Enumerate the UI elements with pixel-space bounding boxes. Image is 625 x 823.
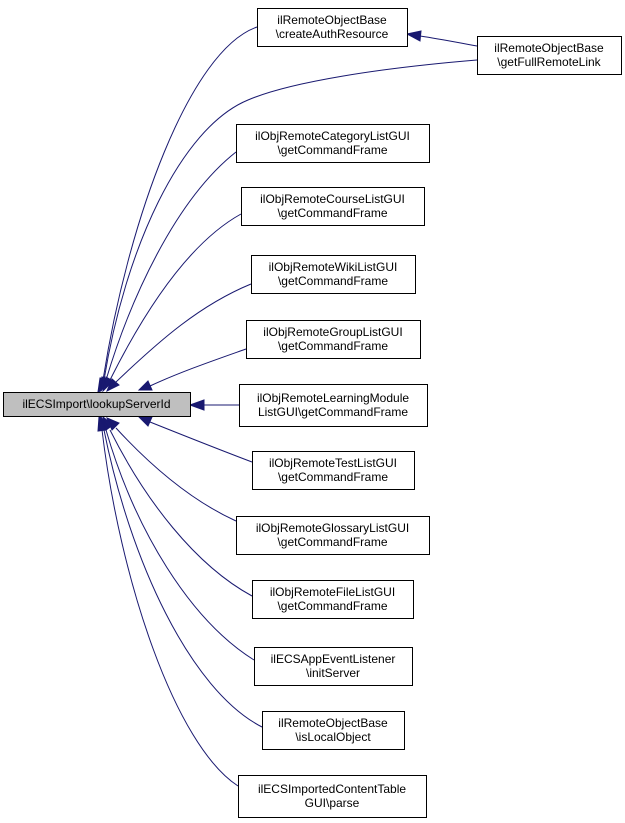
caller-node-category[interactable]: ilObjRemoteCategoryListGUI\getCommandFra… bbox=[236, 124, 430, 163]
edge-line bbox=[102, 26, 258, 381]
node-box bbox=[236, 516, 430, 555]
node-box bbox=[252, 451, 415, 490]
node-label-line: \getFullRemoteLink bbox=[497, 55, 601, 69]
edge-arrowhead bbox=[97, 415, 107, 432]
node-label-line: ilRemoteObjectBase bbox=[277, 13, 387, 27]
edge-full_link-to-create_auth bbox=[405, 30, 478, 47]
node-label-line: ilRemoteObjectBase bbox=[278, 716, 388, 730]
edge-category-to-root bbox=[100, 151, 237, 393]
node-label-line: \getCommandFrame bbox=[277, 143, 387, 157]
edge-group-to-root bbox=[137, 348, 247, 391]
edge-line bbox=[115, 283, 252, 383]
edge-arrowhead bbox=[405, 30, 422, 42]
node-label-line: \getCommandFrame bbox=[278, 274, 388, 288]
node-box bbox=[236, 124, 430, 163]
caller-node-test[interactable]: ilObjRemoteTestListGUI\getCommandFrame bbox=[252, 451, 415, 490]
node-box bbox=[238, 775, 427, 818]
node-label-line: \getCommandFrame bbox=[278, 339, 388, 353]
node-label-line: ListGUI\getCommandFrame bbox=[258, 405, 408, 419]
caller-node-lm[interactable]: ilObjRemoteLearningModuleListGUI\getComm… bbox=[239, 384, 428, 427]
edge-test-to-root bbox=[137, 416, 253, 463]
edge-line bbox=[109, 429, 253, 597]
nodes: ilECSImport\lookupServerId ilRemoteObject… bbox=[3, 8, 622, 818]
caller-node-create-auth[interactable]: ilRemoteObjectBase\createAuthResource bbox=[257, 8, 408, 47]
node-box bbox=[262, 711, 405, 750]
node-box bbox=[252, 580, 414, 619]
edge-arrowhead bbox=[137, 380, 153, 391]
edge-line bbox=[109, 213, 242, 381]
edge-line bbox=[149, 348, 247, 387]
node-box bbox=[246, 320, 421, 359]
node-label-line: ilObjRemoteCourseListGUI bbox=[260, 192, 405, 206]
node-label-line: ilObjRemoteGroupListGUI bbox=[263, 325, 402, 339]
edge-file-to-root bbox=[102, 415, 253, 597]
edge-arrowhead bbox=[188, 399, 205, 411]
node-box bbox=[257, 8, 408, 47]
caller-node-full-link[interactable]: ilRemoteObjectBase\getFullRemoteLink bbox=[477, 36, 622, 75]
node-label-line: ilObjRemoteLearningModule bbox=[257, 391, 409, 405]
node-label-line: ilECSAppEventListener bbox=[271, 652, 396, 666]
node-label-line: ilObjRemoteWikiListGUI bbox=[269, 260, 398, 274]
edges bbox=[97, 26, 478, 787]
node-label-line: \isLocalObject bbox=[295, 730, 371, 744]
node-label-line: \getCommandFrame bbox=[278, 470, 388, 484]
node-label-line: GUI\parse bbox=[305, 796, 360, 810]
node-label-line: \createAuthResource bbox=[276, 27, 389, 41]
node-label-line: \getCommandFrame bbox=[277, 206, 387, 220]
node-box bbox=[251, 255, 416, 294]
node-box bbox=[239, 384, 428, 427]
node-box bbox=[477, 36, 622, 75]
node-label-line: ilObjRemoteTestListGUI bbox=[269, 456, 397, 470]
node-label-line: ilObjRemoteGlossaryListGUI bbox=[256, 521, 409, 535]
edge-arrowhead bbox=[137, 416, 153, 427]
edge-create_auth-to-root bbox=[97, 26, 258, 394]
caller-node-glossary[interactable]: ilObjRemoteGlossaryListGUI\getCommandFra… bbox=[236, 516, 430, 555]
edge-wiki-to-root bbox=[106, 283, 252, 393]
edge-line bbox=[101, 429, 239, 787]
edge-line bbox=[103, 59, 478, 381]
caller-node-group[interactable]: ilObjRemoteGroupListGUI\getCommandFrame bbox=[246, 320, 421, 359]
caller-node-is-local[interactable]: ilRemoteObjectBase\isLocalObject bbox=[262, 711, 405, 750]
edge-line bbox=[419, 35, 478, 47]
node-label-line: ilRemoteObjectBase bbox=[494, 41, 604, 55]
edge-line bbox=[103, 429, 263, 728]
node-box bbox=[241, 187, 425, 226]
edge-is_local-to-root bbox=[99, 415, 263, 728]
edge-arrowhead bbox=[106, 378, 120, 393]
caller-node-course[interactable]: ilObjRemoteCourseListGUI\getCommandFrame bbox=[241, 187, 425, 226]
caller-node-wiki[interactable]: ilObjRemoteWikiListGUI\getCommandFrame bbox=[251, 255, 416, 294]
edge-glossary-to-root bbox=[106, 417, 237, 522]
node-label-line: ilECSImportedContentTable bbox=[258, 782, 406, 796]
edge-line bbox=[115, 427, 237, 522]
node-box bbox=[3, 392, 191, 417]
edge-line bbox=[105, 429, 255, 661]
node-label-line: ilObjRemoteFileListGUI bbox=[270, 585, 395, 599]
root-node[interactable]: ilECSImport\lookupServerId bbox=[3, 392, 191, 417]
node-label-line: \initServer bbox=[306, 666, 360, 680]
node-label-line: \getCommandFrame bbox=[277, 535, 387, 549]
node-label-line: ilECSImport\lookupServerId bbox=[22, 397, 170, 411]
edge-arrowhead bbox=[102, 376, 114, 393]
caller-node-app-event[interactable]: ilECSAppEventListener\initServer bbox=[254, 647, 413, 686]
edge-lm-to-root bbox=[188, 399, 239, 411]
edge-line bbox=[149, 421, 253, 463]
edge-course-to-root bbox=[102, 213, 242, 393]
node-label-line: \getCommandFrame bbox=[277, 599, 387, 613]
edge-imported_table-to-root bbox=[97, 415, 239, 787]
edge-line bbox=[105, 151, 237, 381]
caller-node-file[interactable]: ilObjRemoteFileListGUI\getCommandFrame bbox=[252, 580, 414, 619]
node-label-line: ilObjRemoteCategoryListGUI bbox=[255, 129, 410, 143]
node-box bbox=[254, 647, 413, 686]
